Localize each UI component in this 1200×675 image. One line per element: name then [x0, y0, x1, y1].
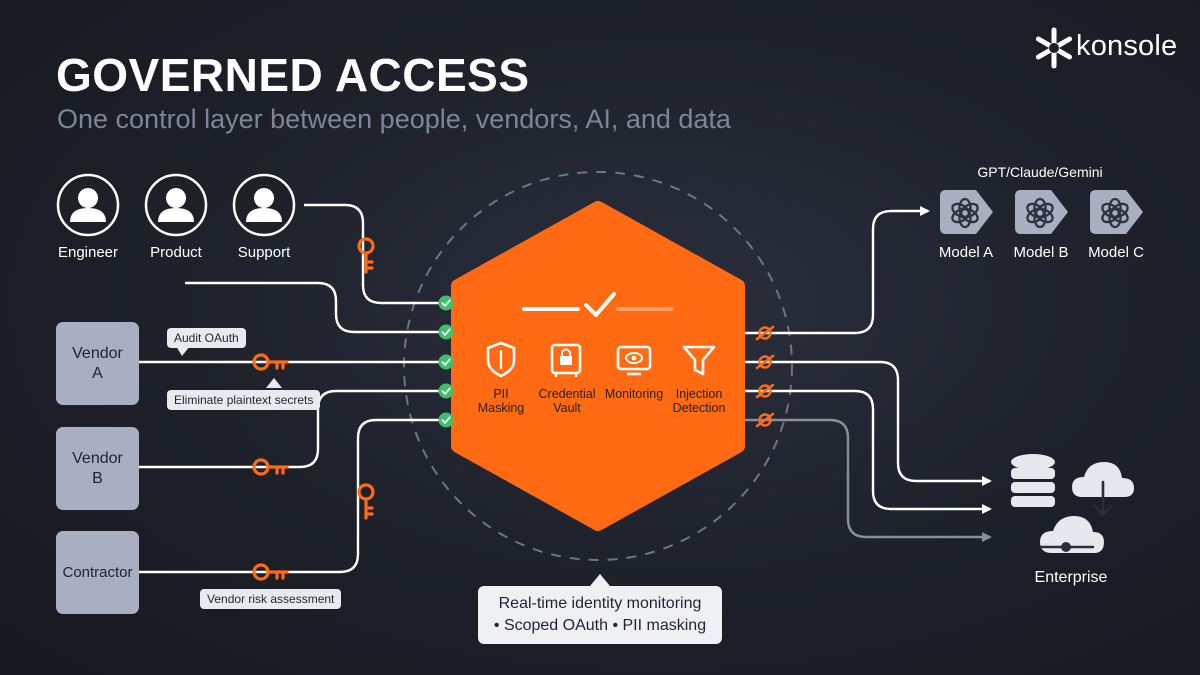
people-connectors: [185, 203, 440, 334]
capability-label-vault: Credential Vault: [538, 387, 596, 415]
model-chips: [940, 190, 1143, 234]
shield-icon: [486, 341, 516, 378]
cloud-network-icon: [1040, 516, 1104, 553]
person-label-engineer: Engineer: [57, 244, 119, 261]
callout-pointer: [590, 574, 610, 586]
model-label-a: Model A: [938, 244, 994, 261]
model-label-b: Model B: [1013, 244, 1069, 261]
user-icon: [56, 173, 120, 237]
vendor-a-box: [56, 322, 139, 405]
contractor-box: [56, 531, 139, 614]
output-connector-dim: [738, 418, 992, 542]
page-subtitle: One control layer between people, vendor…: [57, 104, 731, 134]
governance-boundary-ring: [403, 171, 793, 561]
vendor-connectors: [139, 360, 440, 574]
hub-check-icon: [584, 292, 616, 317]
models-header: GPT/Claude/Gemini: [977, 164, 1103, 180]
model-label-c: Model C: [1088, 244, 1144, 261]
contractor-label: Contractor: [62, 563, 133, 581]
enterprise-label: Enterprise: [1034, 569, 1108, 586]
callout-line-1: Real-time identity monitoring: [498, 595, 702, 612]
person-label-product: Product: [150, 244, 202, 261]
blocked-badges: [755, 325, 775, 428]
tag-eliminate-secrets: Eliminate plaintext secrets: [167, 390, 321, 410]
control-layer-hub: [451, 201, 745, 531]
monitoring-callout: Real-time identity monitoring • Scoped O…: [478, 586, 722, 644]
database-icon: [1011, 454, 1055, 507]
page-title: GOVERNED ACCESS: [56, 49, 530, 101]
capability-label-injection: Injection Detection: [672, 387, 726, 415]
user-icon: [232, 173, 296, 237]
vendor-b-label: Vendor B: [72, 449, 123, 487]
vendor-b-box: [56, 427, 139, 510]
capability-label-monitoring: Monitoring: [604, 387, 664, 401]
logo-text: konsole: [1076, 30, 1178, 62]
tag-audit-oauth: Audit OAuth: [167, 328, 246, 348]
vendor-a-label: Vendor A: [72, 344, 123, 382]
cloud-download-icon: [1072, 462, 1134, 517]
output-connectors: [738, 206, 992, 514]
monitor-icon: [616, 345, 652, 376]
key-icon: [357, 483, 375, 520]
key-icon: [357, 237, 375, 274]
asterisk-logo-icon: [1035, 27, 1073, 69]
callout-line-2: • Scoped OAuth • PII masking: [493, 617, 707, 634]
vault-icon: [550, 343, 582, 377]
capability-label-pii: PII Masking: [477, 387, 525, 415]
tag-vendor-risk: Vendor risk assessment: [200, 589, 342, 609]
person-label-support: Support: [237, 244, 291, 261]
logo: konsole: [1076, 30, 1177, 63]
funnel-icon: [682, 345, 716, 376]
user-icon: [144, 173, 208, 237]
